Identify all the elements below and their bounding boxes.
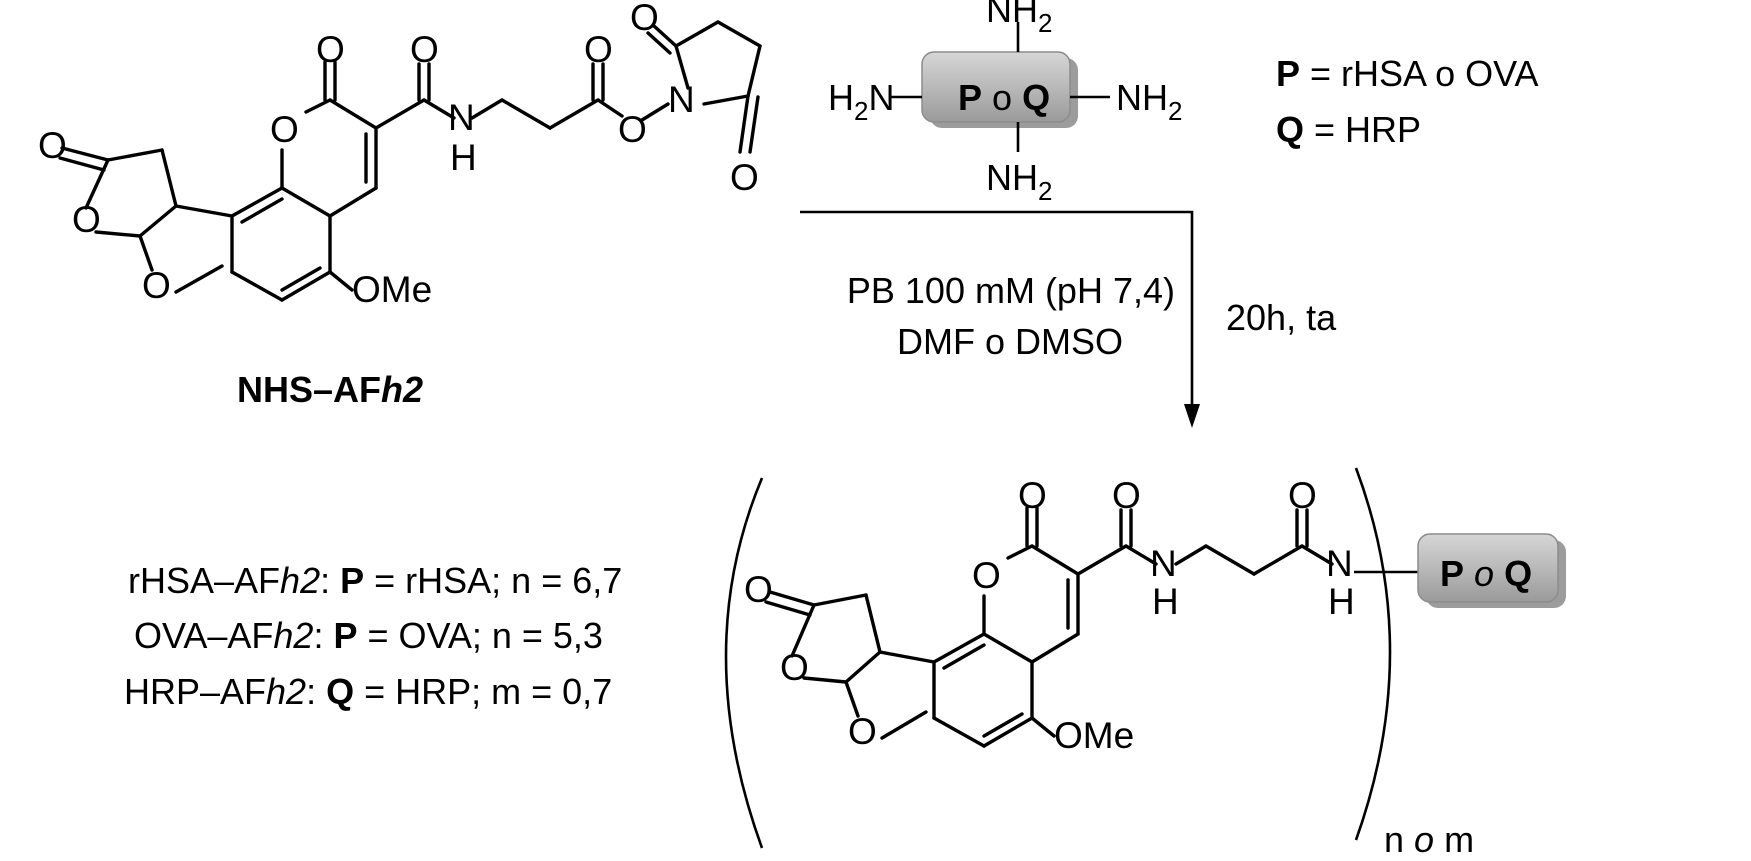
oxygen-label: O [630,0,659,38]
svg-text:H: H [1328,581,1355,622]
conditions-line-1: PB 100 mM (pH 7,4) [847,270,1175,311]
legend-q: Q = HRP [1276,109,1421,150]
hydrogen-label: H [450,137,477,178]
reaction-arrow [800,212,1200,428]
product-rhsa: rHSA–AFh2: P = rHSA; n = 6,7 [128,560,622,601]
reactant-structure: O O O O O O O O O O N H N OMe [38,0,760,310]
reactant-name: NHS–AFh2 [237,369,423,410]
oxygen-label: O [410,29,439,70]
svg-text:N: N [1150,543,1177,584]
svg-text:N: N [1326,543,1353,584]
oxygen-label: O [142,265,171,306]
oxygen-label: O [618,109,647,150]
methoxy-label: OMe [352,269,432,310]
oxygen-label: O [730,157,759,198]
oxygen-label: O [72,199,101,240]
svg-text:O: O [1288,475,1317,516]
protein-reagent: NH2 NH2 NH2 H2N P o Q [828,0,1182,206]
svg-text:O: O [848,711,877,752]
svg-text:O: O [780,647,809,688]
svg-text:O: O [1018,475,1047,516]
nitrogen-label: N [668,79,695,120]
svg-text:O: O [1112,475,1141,516]
legend-p: P = rHSA o OVA [1276,53,1538,94]
svg-text:NH2: NH2 [1116,77,1182,126]
svg-text:O: O [972,555,1001,596]
oxygen-label: O [584,29,613,70]
svg-text:H: H [1152,581,1179,622]
nitrogen-label: N [448,97,475,138]
svg-text:OMe: OMe [1054,715,1134,756]
oxygen-label: O [316,29,345,70]
conditions-line-2: DMF o DMSO [897,321,1123,362]
svg-text:H2N: H2N [828,77,894,126]
product-hrp: HRP–AFh2: Q = HRP; m = 0,7 [124,671,612,712]
conditions-time: 20h, ta [1226,297,1337,338]
subscript-n-or-m: n o m [1384,819,1474,860]
oxygen-label: O [270,109,299,150]
product-box-label: P o Q [1440,553,1532,594]
svg-text:NH2: NH2 [986,157,1052,206]
oxygen-label: O [38,125,67,166]
svg-text:O: O [744,569,773,610]
product-ova: OVA–AFh2: P = OVA; n = 5,3 [134,615,603,656]
product-structure: O O O O O O O N H N H OMe P o Q n o m [726,468,1566,860]
svg-text:P o Q: P o Q [958,77,1050,118]
